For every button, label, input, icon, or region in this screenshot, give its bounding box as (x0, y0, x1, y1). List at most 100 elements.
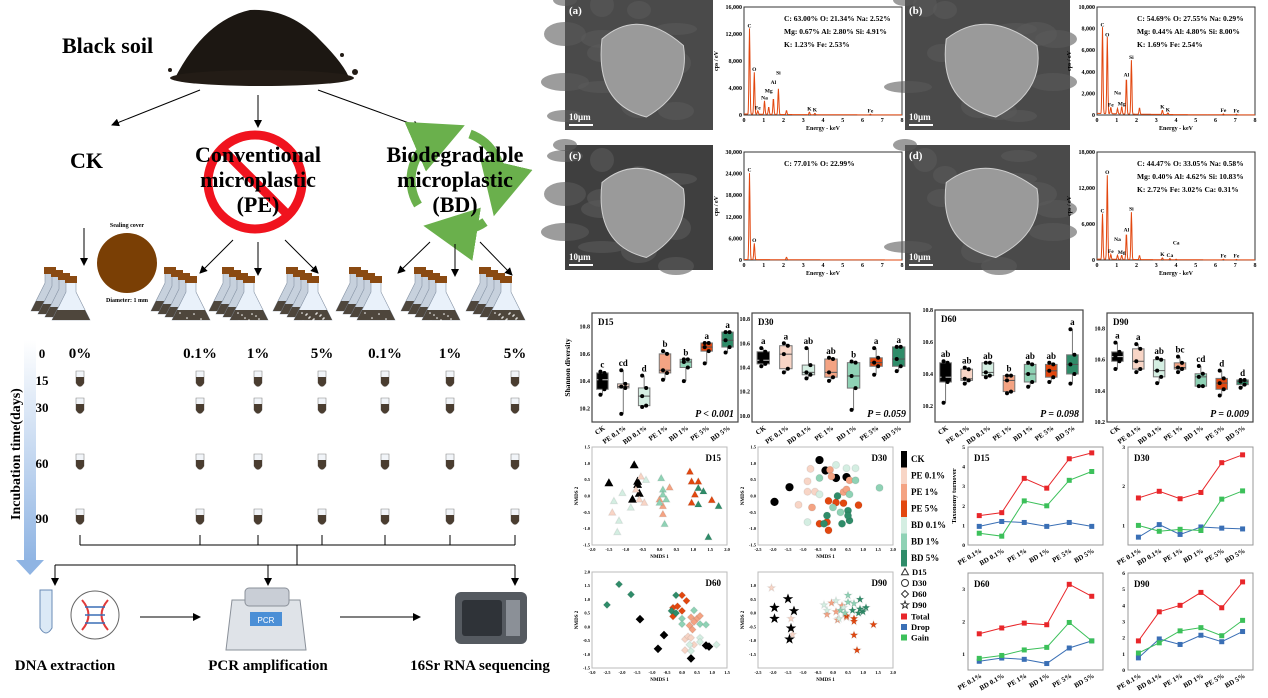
box (1132, 348, 1145, 370)
star-icon (899, 599, 911, 610)
x-tick-label: 1.5 (875, 670, 881, 675)
data-point (706, 340, 711, 345)
data-point (665, 351, 669, 356)
x-tick-label: 2 (1135, 263, 1138, 269)
series-point (976, 631, 982, 637)
x-tick-label: 3 (1155, 263, 1158, 269)
point-pe-1- (825, 465, 835, 474)
data-point (723, 350, 728, 355)
point-ck (785, 483, 794, 492)
x-tick-label: BD 1% (1012, 424, 1035, 443)
series-line (1138, 631, 1243, 659)
diamond-icon (900, 589, 910, 599)
x-tick-label: PE 1% (1006, 672, 1028, 690)
box (721, 331, 734, 348)
point-bd-1- (848, 598, 860, 608)
y-axis-label: cps / eV (714, 50, 720, 71)
y-tick-label: 6 (1122, 571, 1125, 577)
x-tick-label: 0 (743, 118, 746, 124)
x-tick-label: -0.5 (639, 547, 647, 552)
peak-label: Na (1114, 91, 1121, 97)
point-pe-1- (658, 501, 668, 510)
point-bd-0-1- (695, 637, 705, 647)
x-tick-label: 1.0 (860, 547, 866, 552)
point-ck (782, 593, 794, 604)
series-gain (976, 469, 1095, 539)
point-ck (686, 654, 696, 663)
data-point (894, 344, 899, 349)
data-point (661, 349, 665, 354)
y-tick-label: -1.5 (749, 543, 757, 548)
data-point (898, 344, 903, 349)
series-point (1021, 656, 1027, 662)
y-tick-label: 0.0 (750, 494, 756, 499)
series-point (1044, 523, 1050, 529)
significance-letter: cd (1196, 354, 1205, 364)
composition-text: C: 77.01% O: 22.99% (784, 159, 855, 168)
point-pe-1- (686, 612, 696, 622)
day-label: 60 (36, 456, 49, 471)
peak-label: Fe (1234, 254, 1240, 260)
dna-extraction-icon (39, 589, 120, 640)
point-pe-0-1- (634, 494, 644, 503)
series-point (1177, 531, 1183, 537)
peak-label: Fe (867, 108, 873, 114)
panel-title: D60 (941, 314, 957, 324)
data-point (1196, 374, 1201, 379)
y-tick-label: 10.6 (923, 340, 934, 346)
peak-label: Fe (1220, 253, 1226, 259)
flask-stack-icon (465, 267, 526, 322)
peak-label: Fe (1220, 108, 1226, 114)
y-axis-label: NMDS 2 (741, 486, 746, 505)
data-point (1047, 368, 1052, 373)
x-tick-label: 0.0 (830, 670, 836, 675)
point-ck (785, 622, 797, 633)
point-pe-0-1- (639, 497, 649, 506)
data-point (644, 403, 649, 408)
x-tick-label: 0.0 (679, 670, 685, 675)
y-tick-label: 3 (962, 587, 965, 593)
data-point (619, 368, 624, 373)
series-point (1198, 527, 1204, 533)
x-axis-label: Energy - keV (806, 126, 841, 132)
point-bd-5- (819, 519, 829, 528)
x-tick-label: 8 (1254, 263, 1257, 269)
box (846, 362, 861, 389)
significance-letter: ab (941, 349, 951, 359)
data-point (723, 330, 728, 335)
point-pe-0-1- (631, 484, 641, 493)
data-point (987, 373, 992, 378)
series-gain (976, 619, 1095, 661)
y-tick-label: 3 (1122, 620, 1125, 626)
point-bd-1- (836, 508, 845, 517)
sealing-cover-label: Sealing cover (110, 223, 144, 229)
recycle-arrows-icon (404, 121, 533, 261)
black-soil-pile-icon (168, 9, 358, 86)
x-tick-label: BD 0.1% (965, 424, 992, 446)
data-point (1159, 357, 1164, 362)
significance-letter: a (761, 336, 766, 346)
point-pe-1- (827, 472, 836, 481)
step-16s-sequencing: 16Sr RNA sequencing (410, 658, 550, 674)
x-tick-label: -2.5 (754, 547, 762, 552)
series-point (976, 658, 982, 664)
y-tick-label: -1.0 (749, 526, 757, 531)
box (1194, 373, 1208, 387)
peak-label: Si (1129, 55, 1134, 61)
point-pe-5- (707, 495, 717, 504)
data-point (1176, 365, 1180, 370)
y-tick-label: 3 (962, 484, 965, 490)
y-tick-label: -1.0 (749, 638, 757, 643)
data-point (941, 375, 946, 380)
data-point (1200, 371, 1205, 376)
step-pcr-amplification: PCR amplification (208, 658, 328, 674)
data-point (983, 360, 988, 365)
spectrum-line (1097, 27, 1255, 116)
x-tick-label: -3.0 (588, 670, 596, 675)
data-point (983, 375, 988, 380)
plot-frame (743, 151, 903, 261)
scale-bar-label: 10μm (909, 112, 931, 122)
data-point (1155, 381, 1160, 386)
series-drop (1135, 522, 1246, 540)
